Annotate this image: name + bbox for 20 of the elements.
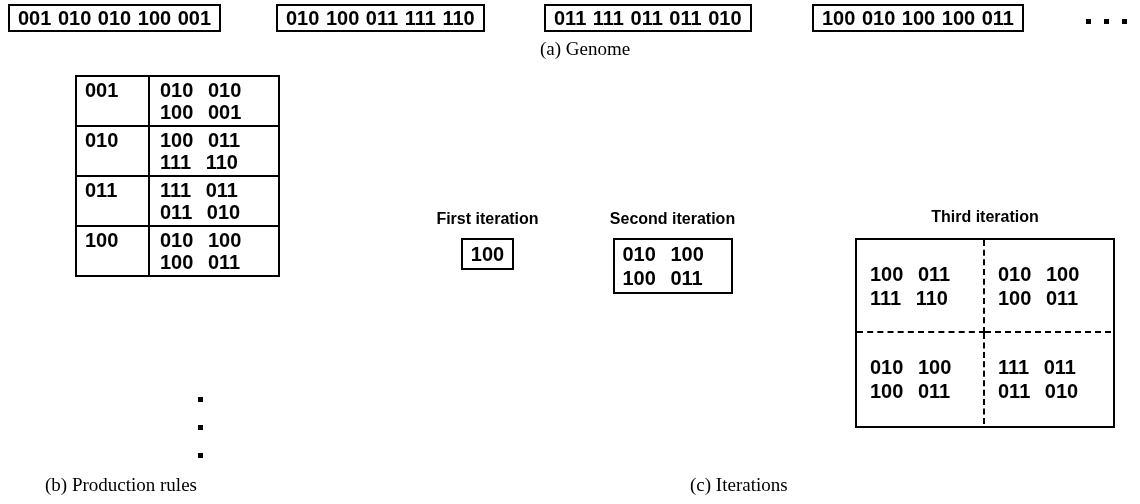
quadrant-text: 111 011 011 010 — [985, 333, 1111, 424]
table-cell: 010 010 100 001 — [148, 75, 280, 127]
quadrant-text: 010 100 100 011 — [985, 240, 1111, 333]
quadrant-text: 010 100 100 011 — [857, 333, 985, 424]
iteration-grid: 010 100 100 011 — [612, 238, 733, 294]
genome-segment: 100 010 100 100 011 — [812, 4, 1024, 32]
quadrant-text: 100 011 111 110 — [857, 240, 985, 333]
table-cell: 010 100 100 011 — [148, 225, 280, 277]
iteration-grid: 100 — [460, 238, 515, 270]
iteration-heading: First iteration — [436, 210, 539, 228]
genome-segment: 010 100 011 111 110 — [276, 4, 485, 32]
genome-segment: 001 010 010 100 001 — [8, 4, 222, 32]
caption: (a) Genome — [540, 38, 631, 60]
iteration-heading: Third iteration — [930, 208, 1040, 226]
caption: (c) Iterations — [690, 474, 788, 496]
iteration-heading: Second iteration — [609, 210, 736, 228]
genome-segment: 011 111 011 011 010 — [544, 4, 752, 32]
caption: (b) Production rules — [45, 474, 197, 496]
table-cell: 001 — [75, 75, 150, 127]
table-cell: 100 — [75, 225, 150, 277]
